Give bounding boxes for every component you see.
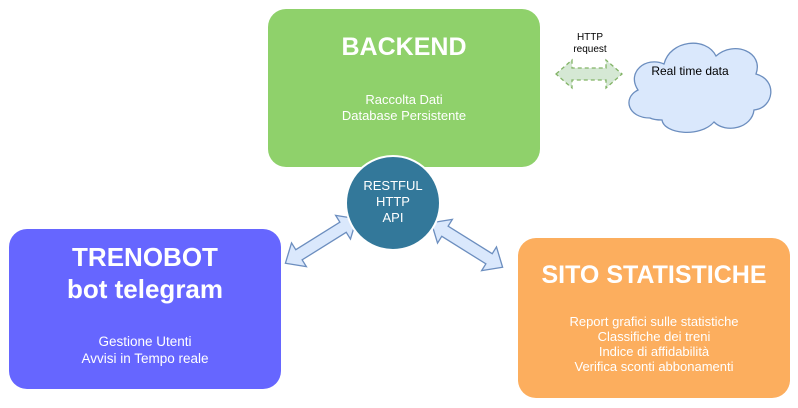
api-label: RESTFUL HTTP API: [347, 178, 439, 226]
trenobot-line: Avvisi in Tempo reale: [81, 351, 209, 366]
backend-line: Raccolta Dati: [365, 92, 443, 107]
backend-description: Raccolta Dati Database Persistente: [268, 92, 540, 124]
trenobot-line: Gestione Utenti: [98, 334, 192, 349]
http-request-line: request: [573, 44, 607, 55]
cloud-shape: [628, 42, 772, 134]
api-sito-arrow: [430, 218, 504, 272]
sito-line: Verifica sconti abbonamenti: [574, 359, 734, 374]
cloud-label: Real time data: [651, 64, 729, 78]
backend-box: BACKEND Raccolta Dati Database Persisten…: [268, 9, 540, 167]
api-circle: RESTFUL HTTP API: [345, 155, 441, 251]
trenobot-box: TRENOBOT bot telegram Gestione Utenti Av…: [9, 229, 281, 389]
api-line: RESTFUL: [363, 178, 423, 193]
sito-line: Classifiche dei treni: [597, 329, 711, 344]
sito-description: Report grafici sulle statistiche Classif…: [518, 314, 790, 374]
trenobot-subtitle: bot telegram: [66, 274, 224, 304]
http-request-arrow: [555, 58, 623, 90]
api-line: HTTP: [376, 194, 410, 209]
sito-line: Indice di affidabilità: [598, 344, 710, 359]
sito-box: SITO STATISTICHE Report grafici sulle st…: [518, 238, 790, 398]
sito-line: Report grafici sulle statistiche: [569, 314, 739, 329]
http-request-line: HTTP: [576, 32, 604, 43]
trenobot-description: Gestione Utenti Avvisi in Tempo reale: [9, 333, 281, 367]
backend-line: Database Persistente: [341, 108, 467, 123]
trenobot-title: TRENOBOT: [72, 242, 218, 272]
api-line: API: [382, 210, 404, 225]
http-request-label: HTTP request: [555, 32, 625, 56]
backend-title: BACKEND: [341, 33, 467, 61]
sito-title: SITO STATISTICHE: [541, 261, 767, 289]
